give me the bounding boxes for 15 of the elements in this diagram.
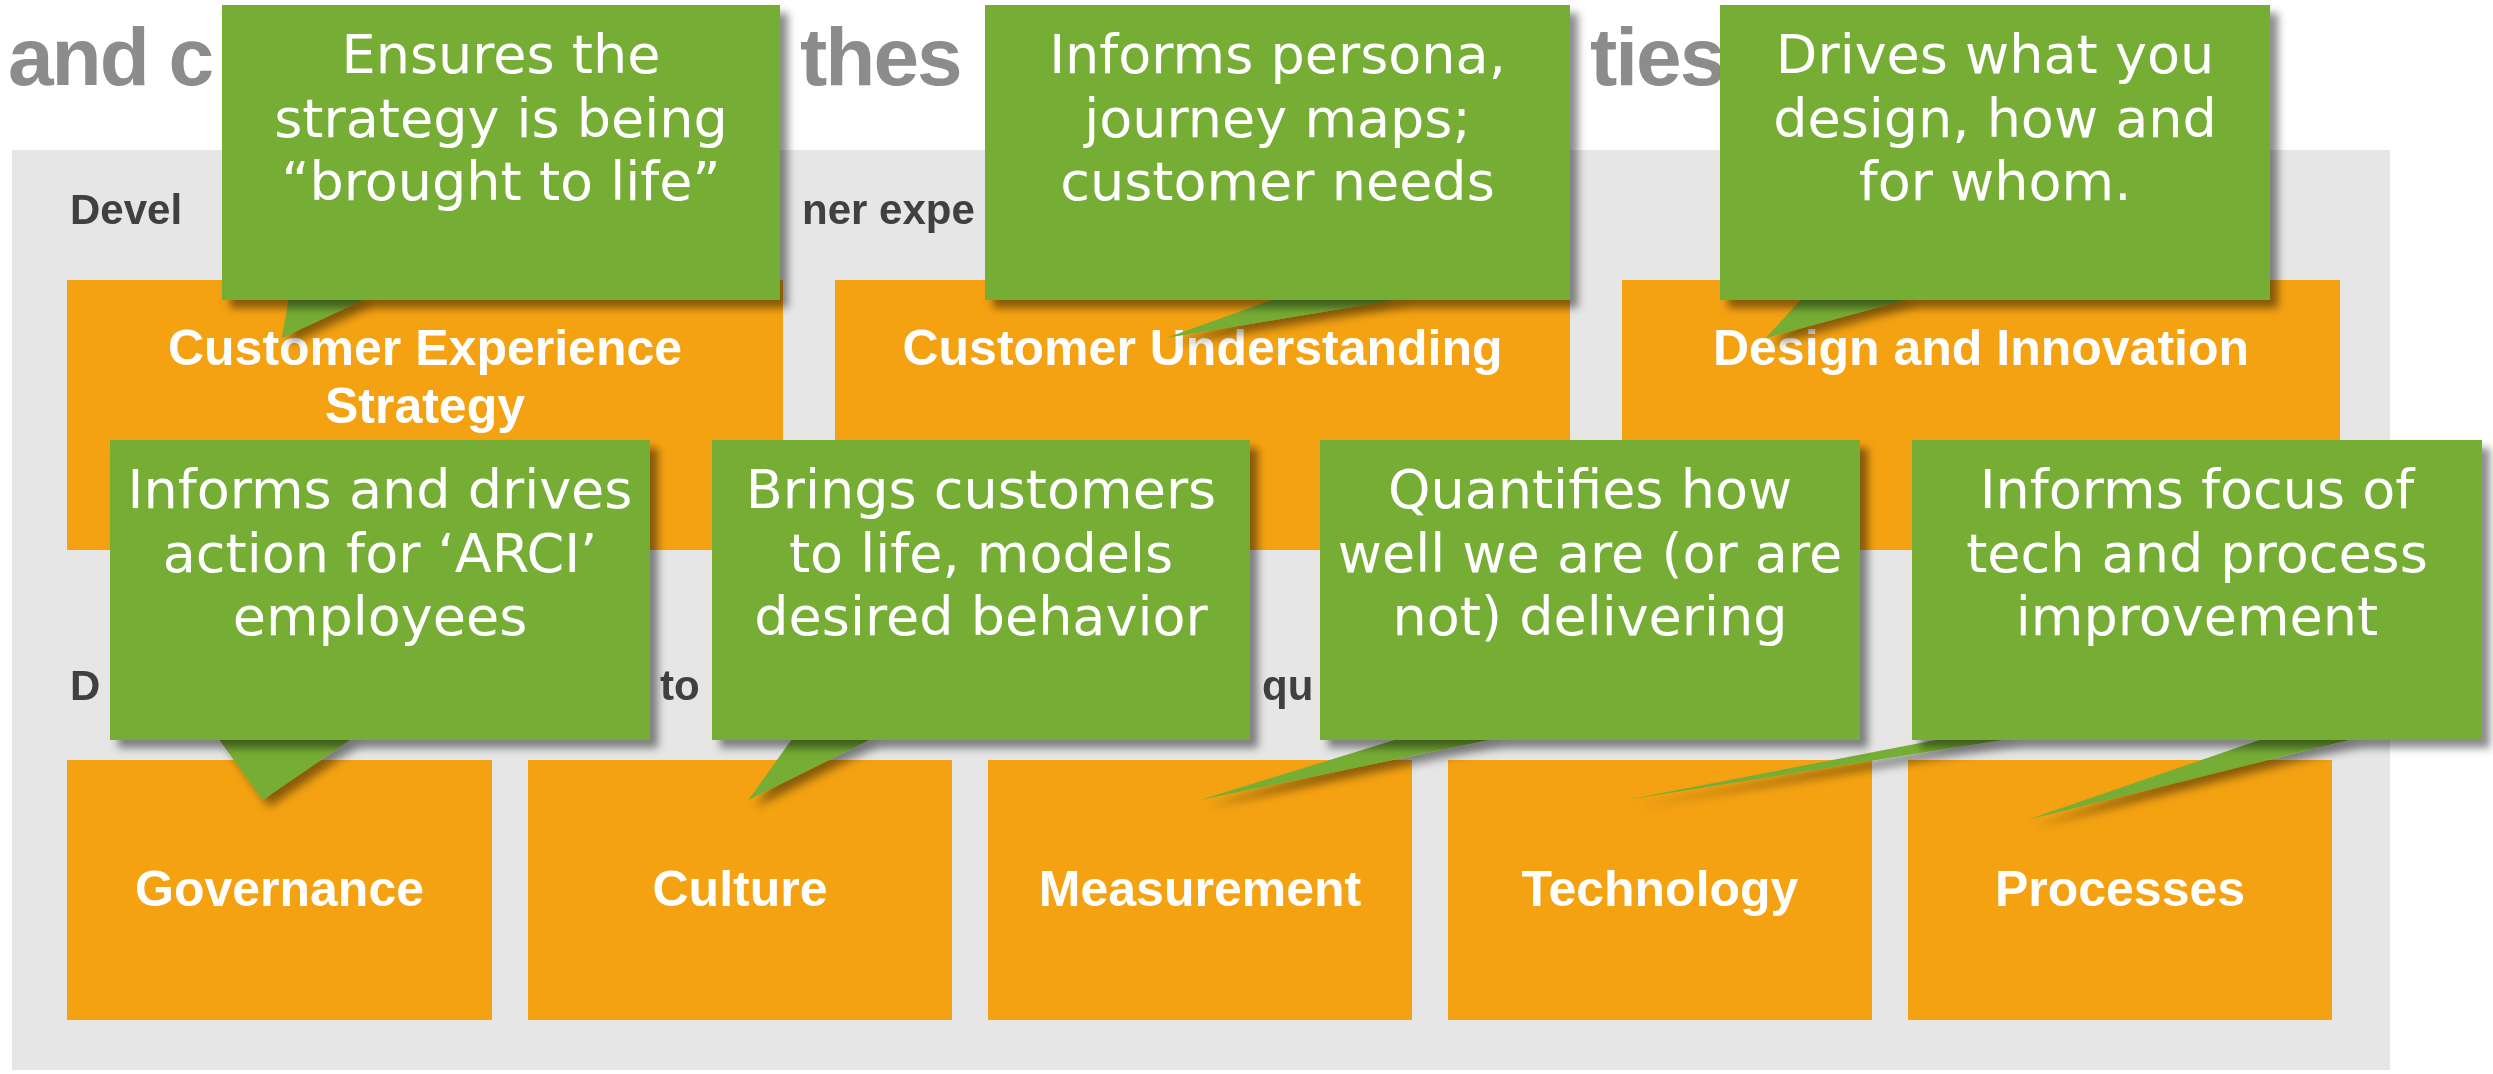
title-fragment: thes bbox=[800, 10, 961, 104]
section-heading-fragment: Devel bbox=[70, 186, 183, 234]
capability-box: Processes bbox=[1908, 760, 2332, 1020]
capability-box: Governance bbox=[67, 760, 492, 1020]
callout-bubble: Brings customers to life, models desired behavior bbox=[712, 440, 1250, 740]
capability-box: Measurement bbox=[988, 760, 1412, 1020]
section-heading-fragment: to bbox=[660, 662, 700, 710]
section-heading-fragment: ner expe bbox=[802, 186, 975, 234]
section-heading-fragment: D bbox=[70, 662, 101, 710]
capability-box: Culture bbox=[528, 760, 952, 1020]
section-heading-fragment: qu bbox=[1262, 662, 1314, 710]
title-fragment: and c bbox=[8, 10, 213, 104]
callout-bubble: Informs and drives action for ‘ARCI’ employees bbox=[110, 440, 650, 740]
capability-box: Technology bbox=[1448, 760, 1872, 1020]
callout-bubble: Ensures the strategy is being “brought to life” bbox=[222, 5, 780, 300]
